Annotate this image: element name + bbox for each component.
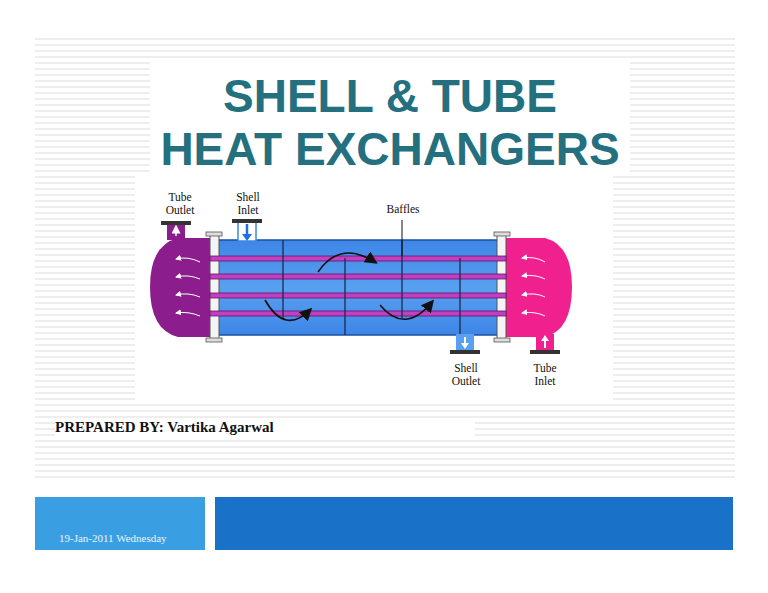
part-label: Tube Inlet: [527, 362, 563, 387]
diagram-ground: [135, 172, 613, 400]
tube-outlet-nozzle: [161, 221, 191, 240]
author-note: PREPARED BY: Vartika Agarwal: [55, 419, 475, 436]
footer-bar: [215, 497, 733, 550]
striped-ground: [35, 35, 735, 480]
flow-arrows: [265, 253, 432, 320]
tube-flow-arrows: [176, 258, 545, 317]
date-text: 19-Jan-2011 Wednesday: [59, 532, 199, 545]
slide-title: SHELL & TUBE HEAT EXCHANGERS: [156, 70, 624, 176]
leader-line: [402, 220, 403, 256]
shell: [218, 240, 498, 335]
part-label: Shell Inlet: [229, 191, 267, 216]
part-label: Tube Outlet: [158, 191, 202, 216]
outlet-head: [150, 238, 212, 337]
shell-inlet-nozzle: [232, 219, 262, 241]
inlet-head: [503, 238, 572, 337]
part-label: Baffles: [380, 203, 426, 216]
tube-inlet-nozzle: [530, 334, 560, 354]
tubes: [210, 256, 506, 316]
part-label: Shell Outlet: [447, 362, 485, 387]
shell-outlet-nozzle: [450, 334, 480, 354]
baffles: [283, 240, 460, 335]
date-box: 19-Jan-2011 Wednesday: [35, 497, 205, 550]
